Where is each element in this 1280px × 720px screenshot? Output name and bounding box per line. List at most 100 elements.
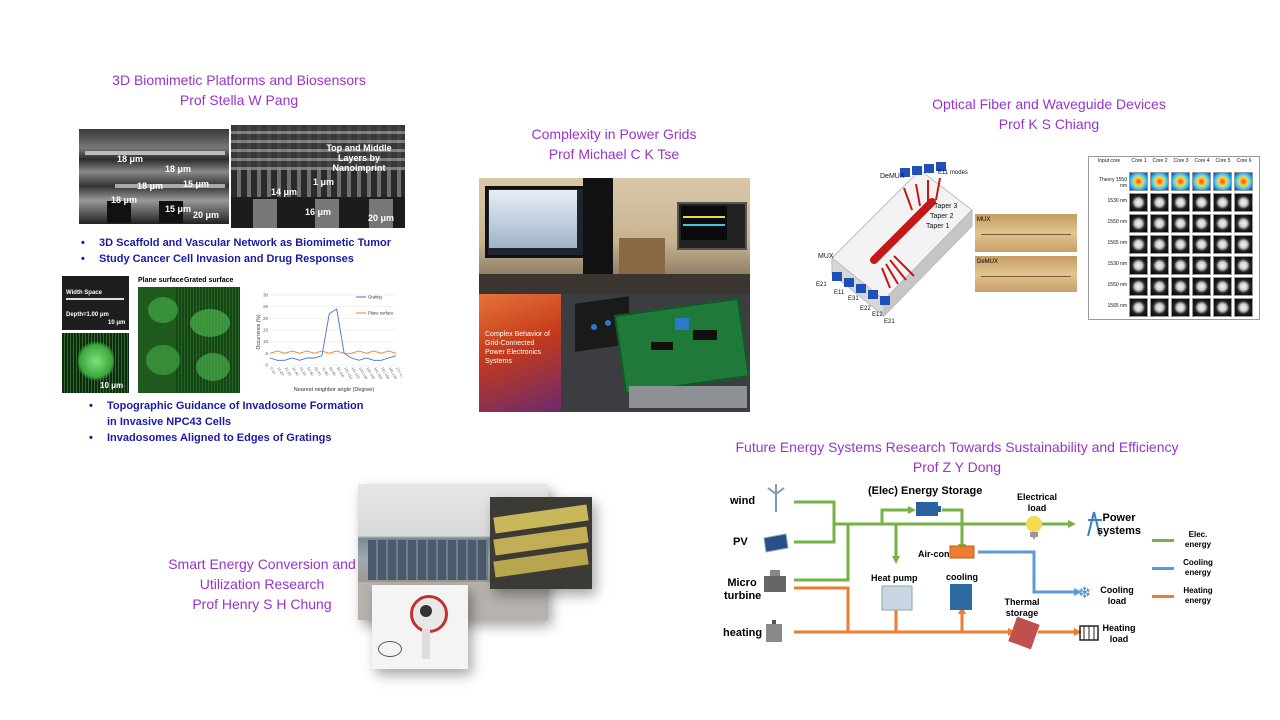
svg-text:❄: ❄ <box>1078 585 1091 602</box>
waveguide-label: E21 <box>884 319 895 325</box>
chart-xtick-label: 141-150 <box>373 367 383 380</box>
mode-profile-cell <box>1213 193 1232 212</box>
mode-profile-cell <box>1234 193 1253 212</box>
power-systems-label: Power systems <box>1096 512 1142 537</box>
storage-label: (Elec) Energy Storage <box>868 485 983 497</box>
mode-profile-cell <box>1192 172 1211 191</box>
mode-profile-cell <box>1171 298 1190 317</box>
energy-legend-label: Cooling energy <box>1183 558 1213 577</box>
sem-image-scaffold: 18 μm 18 μm 18 μm 15 μm 18 μm 15 μm 20 μ… <box>79 129 229 224</box>
bullet-item: Topographic Guidance of Invadosome Forma… <box>85 398 365 430</box>
mode-profile-cell <box>1213 277 1232 296</box>
mode-table-row-label: Theory 1550 nm <box>1098 177 1127 189</box>
energy-legend-swatch <box>1152 595 1174 598</box>
waveguide-label: DeMUX <box>880 173 905 180</box>
mode-profile-cell <box>1234 256 1253 275</box>
source-label-micro-turbine: Micro turbine <box>724 577 762 602</box>
smart-energy-title-line2: Utilization Research <box>199 576 325 592</box>
energy-legend-item: Heating energy <box>1152 584 1222 610</box>
optical-title-text: Optical Fiber and Waveguide Devices <box>932 96 1166 112</box>
heating-load-label: Heating load <box>1102 623 1136 644</box>
chart-xtick-label: 101-110 <box>343 367 353 380</box>
waveguide-label: E11 modes <box>938 170 968 176</box>
mode-profile-cell <box>1234 277 1253 296</box>
mode-profile-cell <box>1150 256 1169 275</box>
radiator-icon <box>1079 625 1099 641</box>
chart-ytick-label: 20 <box>263 316 269 321</box>
mode-table-row-label: 1530 nm <box>1107 198 1127 204</box>
chart-xtick-label: 111-120 <box>351 367 361 380</box>
biomimetic-bullets-2: Topographic Guidance of Invadosome Forma… <box>85 398 365 446</box>
battery-icon <box>916 502 941 516</box>
smart-energy-prof: Prof Henry S H Chung <box>192 596 332 612</box>
wind-turbine-icon <box>767 484 785 512</box>
mode-profile-cell <box>1171 193 1190 212</box>
mode-profile-cell <box>1150 214 1169 233</box>
chart-xtick-label: 91-100 <box>336 367 345 379</box>
mode-table-header-cell: Core 6 <box>1236 158 1252 164</box>
chart-xtick-label: 131-140 <box>365 367 375 380</box>
sem-label: 18 μm <box>165 164 192 174</box>
mode-profile-cell <box>1150 172 1169 191</box>
waveguide-label: Taper 2 <box>930 213 953 220</box>
chart-xlabel: Nearest neighbor angle (Degree) <box>294 387 375 393</box>
mode-profile-cell <box>1213 256 1232 275</box>
sem2-label: 14 μm <box>271 187 298 197</box>
bullet-item: Study Cancer Cell Invasion and Drug Resp… <box>77 251 417 267</box>
chart-ytick-label: 0 <box>265 363 268 368</box>
waveguide-label: E12 <box>872 312 883 318</box>
chart-xtick-label: 51-60 <box>306 367 314 377</box>
fluorescence-image-large <box>138 287 240 393</box>
power-grids-prof: Prof Michael C K Tse <box>548 146 680 162</box>
thermal-storage-label: Thermal storage <box>1004 597 1040 618</box>
mode-profile-cell <box>1192 235 1211 254</box>
chart-legend-label: Grating <box>368 295 382 300</box>
chart-ytick-label: 15 <box>263 328 269 333</box>
mux-photo: MUX <box>975 214 1077 252</box>
air-con-label: Air-con <box>918 549 950 559</box>
mode-profile-cell <box>1150 277 1169 296</box>
energy-system-diagram: ❄ <box>763 484 1102 650</box>
bullet-item: 3D Scaffold and Vascular Network as Biom… <box>77 235 417 251</box>
biomimetic-title: 3D Biomimetic Platforms and Biosensors P… <box>80 70 398 110</box>
solar-panel-icon <box>763 533 789 553</box>
waveguide-schematic: DeMUX MUX Taper 3 Taper 2 Taper 1 E11 mo… <box>816 162 973 325</box>
chart-xtick-label: 121-130 <box>358 367 368 380</box>
mode-table-header-cell: Core 3 <box>1173 158 1189 164</box>
chart-xtick-label: 71-80 <box>321 367 329 377</box>
mode-profile-cell <box>1192 214 1211 233</box>
mode-profile-cell <box>1192 277 1211 296</box>
mode-profile-cell <box>1129 214 1148 233</box>
thermal-storage-icon <box>1008 616 1040 650</box>
scale-bar-label: 20 μm <box>193 210 220 220</box>
mode-profile-cell <box>1171 235 1190 254</box>
sem-label: 18 μm <box>117 154 144 164</box>
mode-table-header-cell: Core 5 <box>1215 158 1231 164</box>
future-energy-title-text: Future Energy Systems Research Towards S… <box>735 439 1179 455</box>
power-electronics-board-photo: Complex Behavior of Grid-Connected Power… <box>479 294 750 412</box>
sem-image-nanoimprint: Top and Middle Layers by Nanoimprint 14 … <box>231 125 405 228</box>
light-bulb-icon <box>1026 516 1042 537</box>
chart-ylabel: Occurrence (%) <box>256 314 262 349</box>
mode-profile-cell <box>1129 256 1148 275</box>
mode-table-row-label: 1565 nm <box>1107 303 1127 309</box>
chart-xtick-label: 11-20 <box>277 367 285 377</box>
mode-profile-cell <box>1129 193 1148 212</box>
energy-legend-label: Elec. energy <box>1184 530 1212 549</box>
energy-legend-swatch <box>1152 567 1174 570</box>
plane-surface-label: Plane surface <box>138 277 184 284</box>
mode-profile-cell <box>1129 277 1148 296</box>
mode-profile-cell <box>1129 235 1148 254</box>
source-label-pv: PV <box>733 536 748 548</box>
chart-xtick-label: 151-160 <box>380 367 390 380</box>
mode-table-header-cell: Input core <box>1097 158 1121 164</box>
chart-xtick-label: 41-50 <box>299 367 307 377</box>
chart-ytick-label: 25 <box>263 304 269 309</box>
smart-energy-title-line1: Smart Energy Conversion and <box>168 556 356 572</box>
source-label-heating: heating <box>723 627 763 639</box>
mode-table-row-label: 1550 nm <box>1107 219 1127 225</box>
mode-profile-cell <box>1213 214 1232 233</box>
